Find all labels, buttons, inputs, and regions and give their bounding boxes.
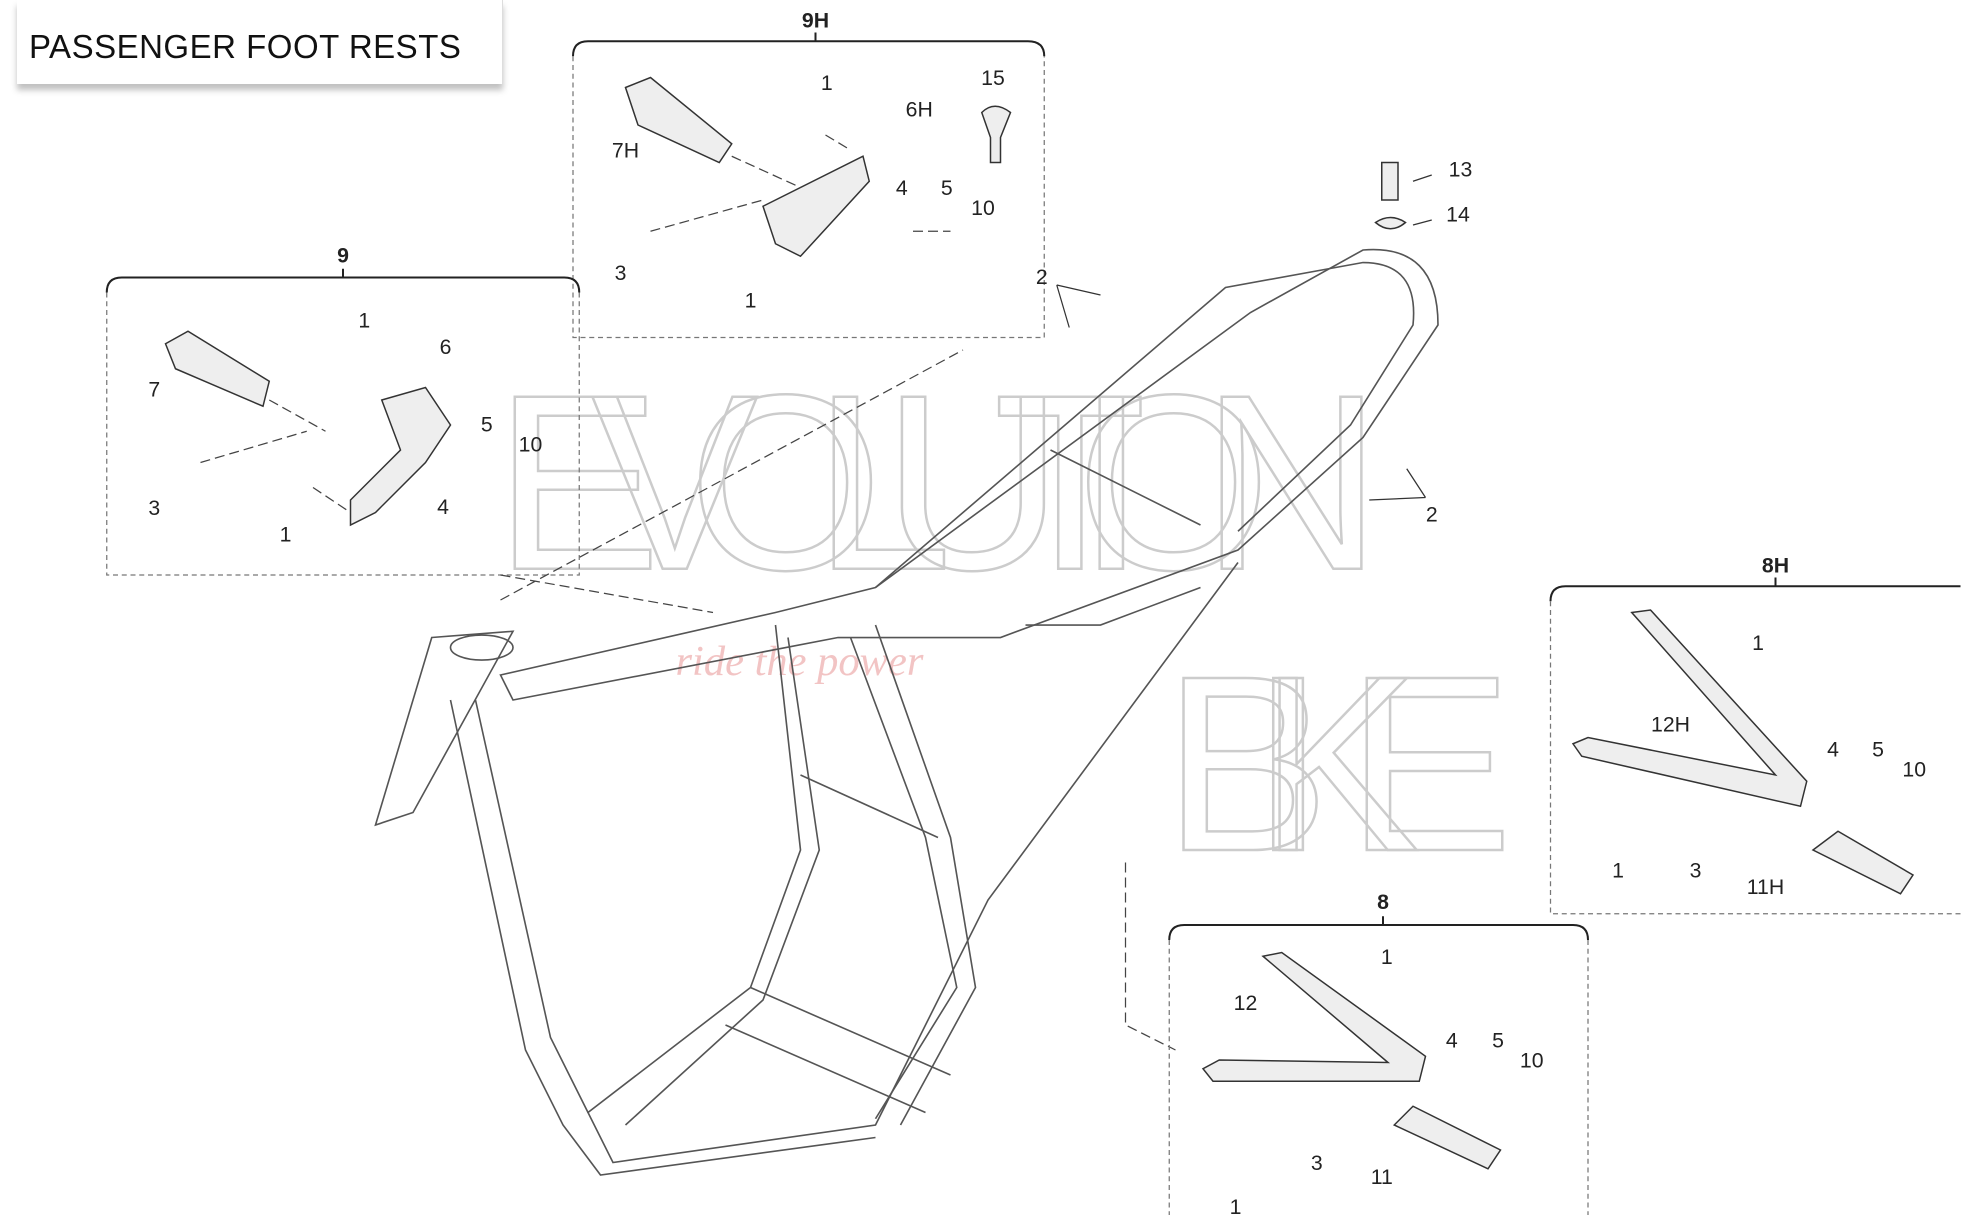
callout-label: 5 [481, 412, 493, 436]
callout-label: 1 [1612, 859, 1624, 883]
watermark-brand-bottom: BIKE [1163, 624, 1513, 903]
callout-label: 10 [519, 432, 543, 456]
callout-label: 3 [1690, 859, 1702, 883]
frame-callouts: 13 14 2 2 [500, 157, 1473, 1051]
callout-label: 4 [1827, 737, 1839, 761]
bracket-part [762, 155, 871, 258]
callout-label: 1 [358, 309, 370, 333]
callout-label: 14 [1446, 202, 1470, 226]
footpeg-part [164, 330, 271, 408]
footpeg-part [1811, 830, 1915, 895]
bracket-part [1571, 609, 1808, 808]
callout-label: 4 [437, 495, 449, 519]
callout-label: 13 [1449, 157, 1473, 181]
callout-label: 7 [148, 377, 160, 401]
group-8-header: 8 [1377, 890, 1389, 914]
callout-label: 1 [280, 522, 292, 546]
group-9: 9 1 6 7 5 10 3 4 1 [105, 244, 581, 576]
callout-label: 4 [1446, 1029, 1458, 1053]
bracket-part [349, 386, 452, 527]
diagram-title: PASSENGER FOOT RESTS [29, 28, 462, 65]
bracket-part [1201, 951, 1427, 1082]
callout-label: 12 [1234, 991, 1258, 1015]
watermark: EVOLUTION BIKE ride the power [493, 342, 1514, 905]
callout-label: 7H [612, 139, 639, 163]
callout-label: 5 [1872, 737, 1884, 761]
callout-label: 5 [941, 176, 953, 200]
callout-label: 3 [1311, 1151, 1323, 1175]
callout-label: 6H [906, 97, 933, 121]
callout-label: 5 [1492, 1029, 1504, 1053]
callout-label: 1 [745, 289, 757, 313]
callout-label: 12H [1651, 712, 1690, 736]
group-8h-header: 8H [1762, 554, 1789, 578]
callout-label: 2 [1426, 502, 1438, 526]
diagram-title-box: PASSENGER FOOT RESTS [17, 0, 503, 84]
callout-label: 1 [1752, 631, 1764, 655]
callout-label: 15 [981, 66, 1005, 90]
group-9-header: 9 [337, 244, 349, 268]
callout-label: 10 [1520, 1049, 1544, 1073]
callout-label: 11H [1747, 875, 1784, 899]
footpeg-part [1392, 1105, 1502, 1170]
footpeg-part [624, 76, 733, 164]
callout-label: 3 [148, 496, 160, 520]
group-9h-header: 9H [802, 9, 829, 33]
callout-label: 3 [615, 261, 627, 285]
callout-label: 10 [971, 196, 995, 220]
callout-label: 2 [1036, 265, 1048, 289]
group-8h: 8H 1 12H 4 5 10 1 3 11H [1549, 554, 1961, 915]
watermark-brand-top: EVOLUTION [494, 343, 1382, 622]
callout-label: 4 [896, 176, 908, 200]
motorcycle-frame [374, 248, 1439, 1176]
grommet-part [980, 105, 1012, 164]
callout-label: 1 [821, 71, 833, 95]
callout-label: 11 [1371, 1165, 1393, 1189]
callout-label: 6 [440, 335, 452, 359]
group-9h: 9H 1 6H 15 7H 4 5 10 3 1 [572, 9, 1046, 339]
callout-label: 1 [1230, 1195, 1242, 1215]
callout-label: 1 [1381, 945, 1393, 969]
callout-label: 10 [1902, 757, 1926, 781]
group-8: 8 1 12 4 5 10 3 11 1 [1168, 890, 1589, 1215]
